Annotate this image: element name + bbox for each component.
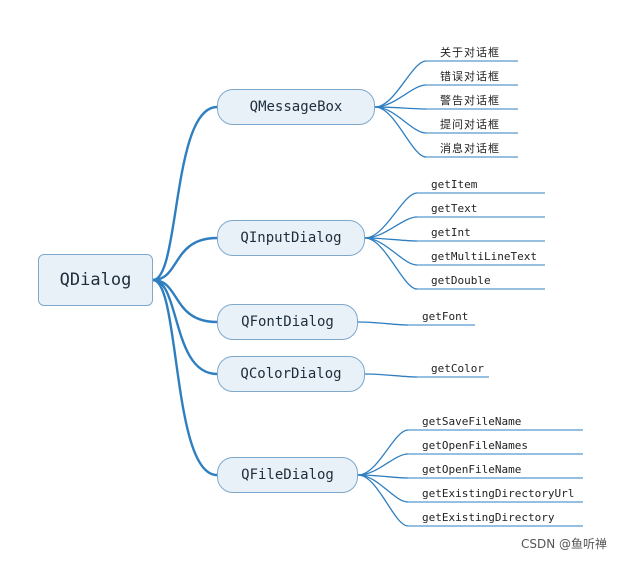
leaf-label: getOpenFileName bbox=[422, 463, 522, 476]
leaf-label: 警告对话框 bbox=[440, 94, 500, 107]
leaf-label: getInt bbox=[431, 226, 471, 239]
leaf-label: getOpenFileNames bbox=[422, 439, 528, 452]
connector-path bbox=[374, 106, 427, 158]
connector-path bbox=[364, 216, 418, 239]
leaf-label: getColor bbox=[431, 362, 484, 375]
connector-path bbox=[151, 236, 219, 282]
leaf-label: getItem bbox=[431, 178, 478, 191]
leaf-label: getMultiLineText bbox=[431, 250, 537, 263]
leaf-label: getSaveFileName bbox=[422, 415, 522, 428]
branch-node-qmessagebox: QMessageBox bbox=[217, 89, 375, 125]
leaf-label: 消息对话框 bbox=[440, 142, 500, 155]
connector-path bbox=[151, 105, 219, 282]
leaf-label: getDouble bbox=[431, 274, 491, 287]
connector-path bbox=[151, 278, 219, 376]
branch-label: QFileDialog bbox=[241, 467, 334, 483]
branch-node-qfontdialog: QFontDialog bbox=[217, 304, 358, 340]
connector-path bbox=[364, 237, 418, 290]
connector-path bbox=[357, 429, 409, 476]
connector-path bbox=[357, 453, 409, 476]
branch-node-qfiledialog: QFileDialog bbox=[217, 457, 358, 493]
connector-path bbox=[364, 192, 418, 239]
root-label: QDialog bbox=[59, 270, 132, 290]
leaf-label: getExistingDirectoryUrl bbox=[422, 487, 575, 500]
branch-label: QColorDialog bbox=[240, 366, 342, 382]
connector-path bbox=[357, 321, 409, 326]
leaf-label: 错误对话框 bbox=[440, 70, 500, 83]
branch-node-qcolordialog: QColorDialog bbox=[217, 356, 365, 392]
connector-path bbox=[374, 84, 427, 108]
connector-path bbox=[151, 278, 219, 477]
leaf-label: getText bbox=[431, 202, 478, 215]
root-node: QDialog bbox=[38, 254, 153, 306]
connector-path bbox=[364, 373, 418, 378]
leaf-label: getExistingDirectory bbox=[422, 511, 555, 524]
leaf-label: 提问对话框 bbox=[440, 118, 500, 131]
watermark: CSDN @鱼听禅 bbox=[520, 537, 607, 551]
branch-label: QMessageBox bbox=[249, 99, 343, 115]
branch-label: QFontDialog bbox=[241, 314, 334, 330]
leaf-label: 关于对话框 bbox=[440, 46, 500, 59]
leaf-label: getFont bbox=[422, 310, 469, 323]
branch-label: QInputDialog bbox=[240, 230, 342, 246]
connector-path bbox=[374, 60, 427, 108]
branch-node-qinputdialog: QInputDialog bbox=[217, 220, 365, 256]
connector-path bbox=[357, 474, 409, 527]
